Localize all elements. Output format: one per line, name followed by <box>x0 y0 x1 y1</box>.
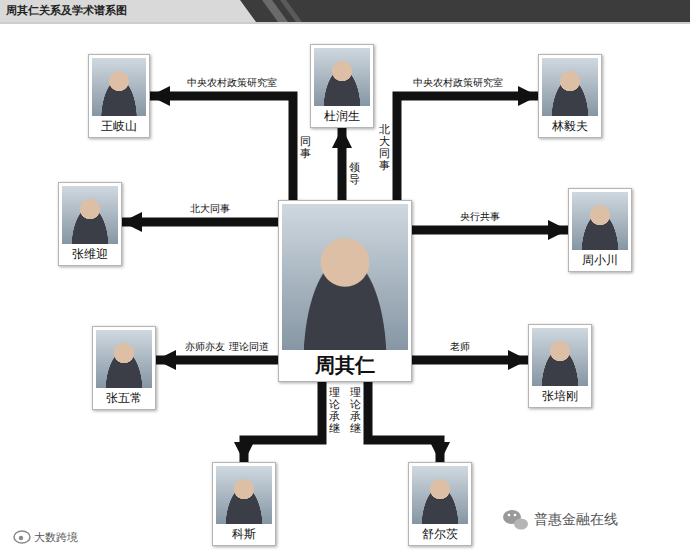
portrait-photo <box>314 48 370 106</box>
person-card: 周小川 <box>568 188 632 272</box>
relation-label: 理论承继 <box>350 386 361 436</box>
person-name: 科斯 <box>216 526 272 542</box>
relation-arrow <box>368 382 440 462</box>
person-name: 张五常 <box>96 390 152 406</box>
relation-arrow <box>150 96 293 200</box>
portrait-photo <box>532 328 588 386</box>
portrait-photo <box>412 466 468 524</box>
person-card: 舒尔茨 <box>408 462 472 546</box>
wechat-icon <box>503 510 528 530</box>
relation-label: 老师 <box>449 340 471 353</box>
relation-label: 中央农村政策研究室 <box>412 76 504 89</box>
person-name: 舒尔茨 <box>412 526 468 542</box>
relation-arrow <box>338 128 347 200</box>
person-name: 王岐山 <box>92 118 146 134</box>
person-card: 科斯 <box>212 462 276 546</box>
relation-label: 央行共事 <box>459 210 501 223</box>
person-card: 王岐山 <box>88 54 150 138</box>
relation-label: 同事 <box>300 135 311 161</box>
relation-arrow <box>412 356 528 365</box>
title-bar <box>0 0 690 22</box>
weibo-icon <box>14 531 30 543</box>
person-name: 张维迎 <box>62 246 118 262</box>
portrait-photo <box>92 58 146 116</box>
portrait-photo <box>282 204 408 350</box>
person-card: 杜润生 <box>310 44 374 128</box>
person-name: 林毅夫 <box>542 118 598 134</box>
title-stripe <box>280 0 302 22</box>
relation-label: 理论承继 <box>329 386 340 436</box>
relation-arrow <box>397 96 538 200</box>
person-card: 张培刚 <box>528 324 592 408</box>
relation-label: 北大同事 <box>379 123 390 173</box>
person-card: 林毅夫 <box>538 54 602 138</box>
title-rule <box>0 23 690 24</box>
portrait-photo <box>542 58 598 116</box>
person-name: 张培刚 <box>532 388 588 404</box>
watermark: 大数跨境 <box>34 530 78 545</box>
person-card: 张维迎 <box>58 182 122 266</box>
person-name: 杜润生 <box>314 108 370 124</box>
person-name: 周小川 <box>572 252 628 268</box>
portrait-photo <box>96 330 152 388</box>
portrait-photo <box>216 466 272 524</box>
person-card: 张五常 <box>92 326 156 410</box>
relation-arrow <box>412 226 568 235</box>
diagram-title: 周其仁关系及学术谱系图 <box>6 3 127 18</box>
title-tab <box>0 0 256 22</box>
relation-label: 中央农村政策研究室 <box>186 76 278 89</box>
relation-arrow <box>244 382 322 462</box>
portrait-photo <box>572 192 628 250</box>
relation-arrow <box>122 218 278 227</box>
person-name: 周其仁 <box>282 352 408 378</box>
person-card: 周其仁 <box>278 200 412 382</box>
relation-label: 亦师亦友 理论同道 <box>184 340 269 353</box>
portrait-photo <box>62 186 118 244</box>
relation-label: 北大同事 <box>189 202 231 215</box>
watermark: 普惠金融在线 <box>534 511 618 529</box>
relation-arrow <box>156 356 278 365</box>
relation-label: 领导 <box>349 161 360 187</box>
